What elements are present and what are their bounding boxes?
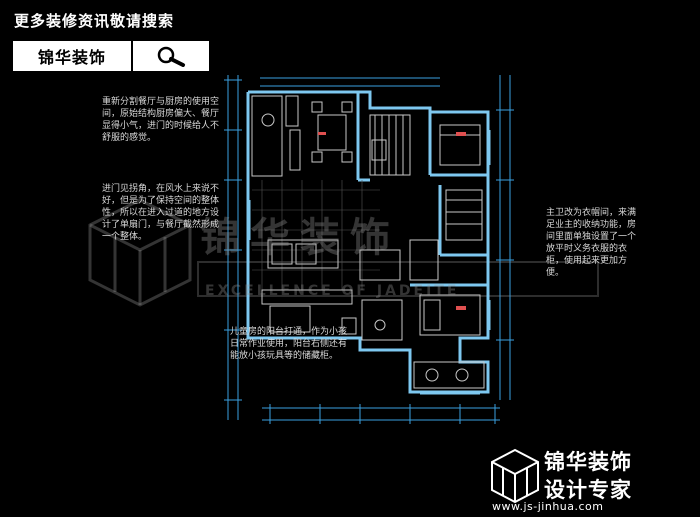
brand-tagline: 设计专家: [544, 478, 632, 502]
search-bar[interactable]: 锦华装饰: [12, 40, 210, 72]
dimension-lines: [224, 75, 514, 424]
brand-name: 锦华装饰: [544, 450, 632, 474]
watermark-en: EXCELLENCE OF JADEITE: [205, 283, 460, 299]
watermark-logo: [88, 198, 192, 307]
annotation-closet: 主卫改为衣帽间，来满足业主的收纳功能，房间里面单独设置了一个放平时义务衣服的衣柜…: [546, 208, 637, 278]
search-brand-label: 锦华装饰: [13, 41, 133, 71]
brand-url[interactable]: www.js-jinhua.com: [492, 500, 604, 513]
windows: [249, 130, 491, 395]
watermark-cn: 锦华装饰: [200, 215, 400, 261]
furniture: [251, 95, 485, 389]
header-title: 更多装修资讯敬请搜索: [14, 12, 175, 30]
brand-logo: [491, 448, 539, 504]
annotation-kitchen: 重新分割餐厅与厨房的使用空间，原始结构厨房偏大、餐厅显得小气，进门的时候给人不舒…: [102, 97, 220, 143]
annotation-entrance: 进门见拐角，在风水上来说不好，但是为了保持空间的整体性，所以在进入过道的地方设计…: [102, 184, 220, 242]
brand-block: 锦华装饰 设计专家: [488, 446, 688, 506]
search-icon: [157, 46, 185, 67]
watermark-frame: [197, 261, 599, 297]
annotation-kids-balcony: 儿童房的阳台打通，作为小孩日常作业使用，阳台右侧还有能放小孩玩具等的储藏柜。: [230, 327, 348, 361]
search-button[interactable]: [133, 41, 209, 71]
room-tags: [318, 132, 466, 310]
